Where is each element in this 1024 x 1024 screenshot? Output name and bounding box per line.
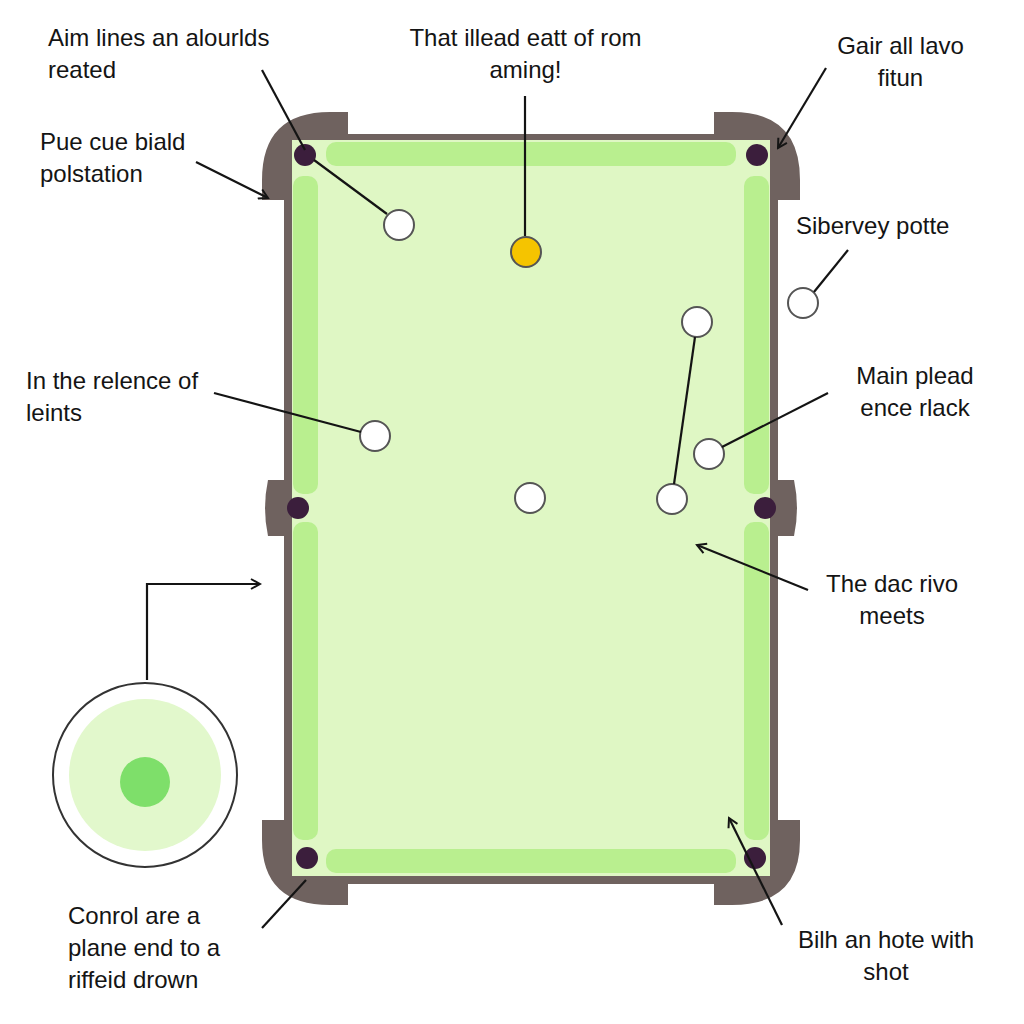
- pocket-holes: [287, 144, 776, 869]
- inset-felt: [69, 699, 221, 851]
- annotation-label: Pue cue biald polstation: [40, 126, 245, 190]
- cushions: [293, 142, 769, 873]
- yellow-ball: [511, 237, 541, 267]
- leader-lines: [147, 68, 848, 928]
- pocket-housings: [262, 112, 800, 905]
- table-frame: [284, 134, 778, 884]
- annotation-label: The dac rivo meets: [812, 568, 972, 632]
- annotation-label: Bilh an hote with shot: [796, 924, 976, 988]
- annotation-label: Sibervey potte: [796, 210, 1011, 242]
- inset-circle: [53, 683, 237, 867]
- annotation-label: Gair all lavo fitun: [818, 30, 983, 94]
- balls: [360, 210, 818, 514]
- table-felt: [292, 140, 770, 876]
- annotation-label: That illead eatt of rom aming!: [398, 22, 653, 86]
- annotation-label: Main plead ence rlack: [830, 360, 1000, 424]
- annotation-label: Aim lines an alourlds reated: [48, 22, 270, 86]
- inset-dot: [120, 757, 170, 807]
- annotation-label: Conrol are a plane end to a riffeid drow…: [68, 900, 263, 996]
- annotation-label: In the relence of leints: [26, 365, 222, 429]
